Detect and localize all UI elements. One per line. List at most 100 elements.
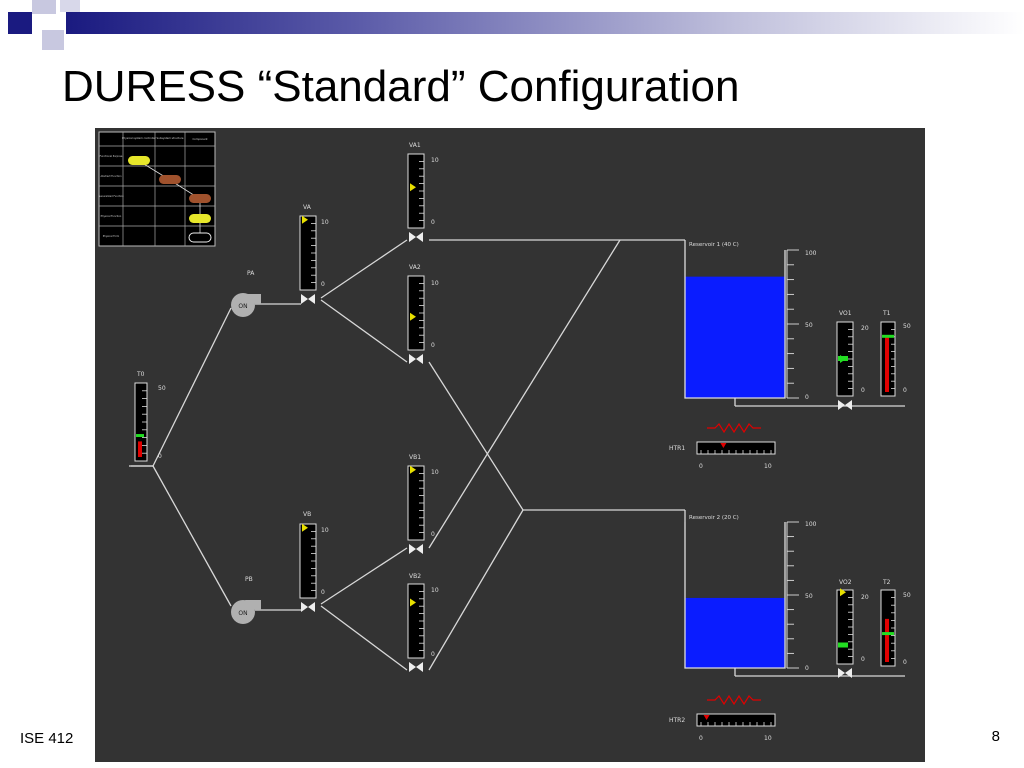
valve-va-control[interactable] [301,294,315,304]
temp-t1-min: 0 [903,387,907,394]
valve-vb1-min: 0 [431,531,435,538]
heater-htr2-label: HTR2 [669,717,685,724]
reservoir-1 [684,249,799,399]
valve-va2-label: VA2 [409,264,421,271]
valve-va2-control[interactable] [409,354,423,364]
decoration-square-light3 [60,0,80,12]
flow-indicator [838,642,848,648]
valve-t0-gauge[interactable] [129,382,153,467]
reservoir-water [685,276,785,398]
temp-t1-max: 50 [903,323,911,330]
valve-vb2-label: VB2 [409,573,421,580]
heater-htr2-max: 10 [764,735,772,742]
output-vo2-min: 0 [861,656,865,663]
grid-row-label-1: Functional Purpose [100,155,123,158]
heater-htr1[interactable] [696,422,776,455]
setpoint-marker[interactable] [410,465,416,474]
reservoir-2 [684,521,799,669]
valve-vb-control[interactable] [301,602,315,612]
valve-t0-min: 0 [158,453,162,460]
heater-setting-marker[interactable] [720,443,727,448]
pump-pa[interactable]: PA ON [231,270,261,317]
grid-node-functional-purpose[interactable] [128,156,150,165]
reservoir-2-scale-mid: 50 [805,593,813,600]
setpoint-marker[interactable] [302,523,308,532]
valve-vb-min: 0 [321,589,325,596]
setpoint-marker[interactable] [410,598,416,607]
valve-t0-label: T0 [136,371,145,378]
pump-pb-label: PB [245,576,253,583]
valve-va1-gauge[interactable] [407,153,425,242]
course-code: ISE 412 [20,730,74,747]
reservoir-1-scale-max: 100 [805,250,817,257]
slide-decoration [0,0,1024,60]
valve-va1-control[interactable] [409,232,423,242]
reservoir-2-label: Reservoir 2 (20 C) [689,515,739,521]
reservoir-2-scale-max: 100 [805,521,817,528]
output-vo2-gauge[interactable] [836,588,854,678]
valve-vb2-max: 10 [431,587,439,594]
reservoir-water [685,597,785,668]
valve-vb1-gauge[interactable] [407,465,425,554]
setpoint-marker[interactable] [840,355,846,363]
pump-pb[interactable]: PB ON [231,576,261,624]
valve-va-min: 0 [321,281,325,288]
heater-coil-icon [707,422,761,434]
duress-simulator-screenshot: Physical system controller Subsystem str… [95,128,925,762]
grid-row-label-2: Abstract Function [101,175,122,178]
abstraction-hierarchy-grid: Physical system controller Subsystem str… [98,131,216,247]
pump-pa-label: PA [247,270,255,277]
valve-t0-max: 50 [158,385,166,392]
output-vo2-label: VO2 [839,579,852,586]
grid-row-label-4: Physical Function [101,215,122,218]
setpoint-marker[interactable] [840,588,846,597]
valve-vb2-control[interactable] [409,662,423,672]
goal-marker [882,632,894,636]
heater-htr1-label: HTR1 [669,445,685,452]
page-number: 8 [991,728,1000,745]
temp-t2-min: 0 [903,659,907,666]
valve-vb1-max: 10 [431,469,439,476]
temp-t2-gauge [880,589,896,667]
valve-vb1-control[interactable] [409,544,423,554]
decoration-bar [66,12,1024,34]
grid-col-header-3: Component [192,137,207,141]
slide-title: DURESS “Standard” Configuration [62,62,740,111]
output-vo2-max: 20 [861,594,869,601]
valve-va1-max: 10 [431,157,439,164]
reservoir-1-label: Reservoir 1 (40 C) [689,242,739,248]
valve-va-gauge[interactable] [299,215,317,304]
valve-vb1-label: VB1 [409,454,421,461]
setpoint-marker[interactable] [410,312,416,321]
setpoint-marker[interactable] [302,215,308,224]
output-vo1-control[interactable] [838,400,852,410]
output-vo1-max: 20 [861,325,869,332]
valve-va-label: VA [303,204,312,211]
flow-indicator [136,434,144,438]
grid-row-label-5: Physical Form [103,235,120,238]
valve-va1-label: VA1 [409,142,421,149]
grid-node-physical-function[interactable] [189,214,211,223]
heater-htr2[interactable] [696,694,776,727]
output-vo1-gauge[interactable] [836,321,854,410]
valve-vb-gauge[interactable] [299,523,317,612]
grid-node-generalized-function[interactable] [189,194,211,203]
valve-vb-max: 10 [321,527,329,534]
temperature-fill [138,441,142,457]
valve-vb2-min: 0 [431,651,435,658]
temp-t2-label: T2 [882,579,891,586]
valve-va2-max: 10 [431,280,439,287]
grid-col-header-1: Physical system controller [122,136,157,140]
setpoint-marker[interactable] [410,183,416,192]
valve-va-max: 10 [321,219,329,226]
grid-node-physical-form[interactable] [188,232,212,243]
grid-node-abstract-function[interactable] [159,175,181,184]
heater-setting-marker[interactable] [703,715,710,720]
valve-va2-gauge[interactable] [407,275,425,364]
output-vo1-min: 0 [861,387,865,394]
decoration-square-light [32,0,56,14]
heater-htr1-min: 0 [699,463,703,470]
valve-vb2-gauge[interactable] [407,583,425,672]
output-vo2-control[interactable] [838,668,852,678]
grid-row-label-3: Generalized Function [98,195,124,198]
